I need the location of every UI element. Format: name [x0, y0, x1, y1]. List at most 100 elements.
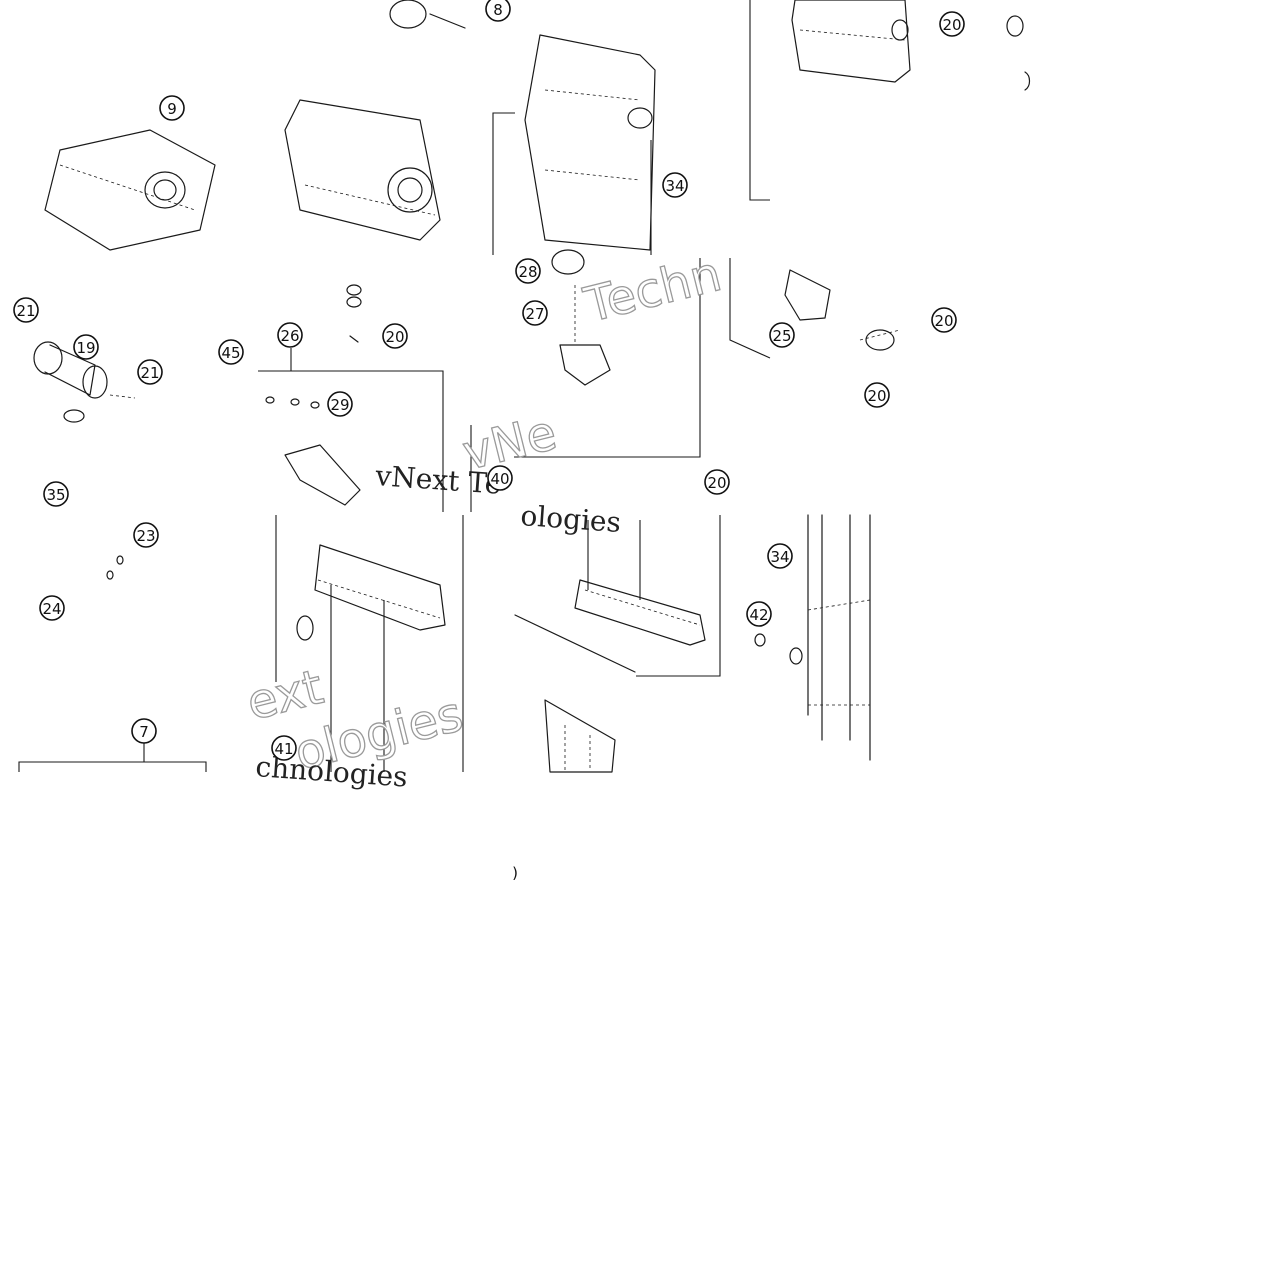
callout-27: 27 [522, 300, 548, 326]
callout-7: 7 [131, 718, 157, 744]
callout-number: 19 [76, 339, 95, 357]
callout-number: 23 [136, 527, 155, 545]
watermark-outline-a: Techn [578, 246, 726, 334]
callout-20: 20 [704, 469, 730, 495]
part-housing-9 [44, 129, 216, 251]
callout-20: 20 [931, 307, 957, 333]
callout-ring [662, 172, 688, 198]
callout-ring [137, 359, 163, 385]
callout-24: 24 [39, 595, 65, 621]
callout-45: 45 [218, 339, 244, 365]
part-hose-19 [33, 341, 136, 423]
callout-20: 20 [864, 382, 890, 408]
callout-number: 29 [330, 396, 349, 414]
callout-ring [133, 522, 159, 548]
callout-28: 28 [515, 258, 541, 284]
watermark-serif-b: ologies [520, 499, 623, 539]
callout-ring [931, 307, 957, 333]
callout-ring [327, 391, 353, 417]
callout-number: 21 [16, 302, 35, 320]
callout-ring [131, 718, 157, 744]
callout-41: 41 [271, 735, 297, 761]
callout-number: 40 [490, 470, 509, 488]
callout-number: 25 [772, 327, 791, 345]
callout-ring [864, 382, 890, 408]
callout-ring [522, 300, 548, 326]
frame-34-left [492, 112, 515, 255]
callout-number: 35 [46, 486, 65, 504]
part-drawings [33, 0, 1031, 773]
callout-ring [487, 465, 513, 491]
callout-labels: 8 9 20 34 28 27 21 19 21 45 26 20 29 25 20 20 35 23 24 40 20… [13, 0, 965, 761]
callout-20: 20 [382, 323, 408, 349]
frame-42 [636, 515, 721, 677]
part-module-34-top [524, 34, 656, 275]
callout-ring [159, 95, 185, 121]
callout-34: 34 [767, 543, 793, 569]
frame-26 [258, 370, 444, 512]
callout-number: 9 [167, 100, 177, 118]
callout-42: 42 [746, 601, 772, 627]
part-housing-41 [296, 544, 446, 641]
frame-25 [729, 258, 771, 359]
callout-34: 34 [662, 172, 688, 198]
part-fitting-center [346, 284, 362, 343]
part-pipes-34 [789, 514, 871, 761]
callout-9: 9 [159, 95, 185, 121]
callout-number: 20 [934, 312, 953, 330]
callout-ring [39, 595, 65, 621]
callout-26: 26 [277, 322, 303, 348]
callout-25: 25 [769, 322, 795, 348]
callout-number: 20 [942, 16, 961, 34]
callout-29: 29 [327, 391, 353, 417]
callout-number: 28 [518, 263, 537, 281]
part-bracket-lower [544, 699, 616, 773]
callout-ring [43, 481, 69, 507]
assembly-frames [18, 0, 771, 772]
callout-8: 8 [485, 0, 511, 22]
part-block-top-right [791, 0, 1031, 91]
part-bracket-29 [265, 396, 361, 506]
callout-number: 26 [280, 327, 299, 345]
callout-ring [704, 469, 730, 495]
callout-ring [485, 0, 511, 22]
callout-number: 42 [749, 606, 768, 624]
callout-ring [382, 323, 408, 349]
callout-ring [746, 601, 772, 627]
callout-number: 34 [665, 177, 684, 195]
callout-21: 21 [13, 297, 39, 323]
callout-number: 20 [707, 474, 726, 492]
part-bolts-23 [106, 555, 124, 580]
callout-20: 20 [939, 11, 965, 37]
callout-number: 41 [274, 740, 293, 758]
callout-ring [218, 339, 244, 365]
callout-number: 21 [140, 364, 159, 382]
callout-number: 24 [42, 600, 61, 618]
callout-40: 40 [487, 465, 513, 491]
callout-23: 23 [133, 522, 159, 548]
part-housing-center-left [284, 99, 441, 241]
callout-number: 20 [385, 328, 404, 346]
callout-ring [13, 297, 39, 323]
callout-21: 21 [137, 359, 163, 385]
watermarks: Techn vNe vNext Te ologies ext ologies c… [241, 245, 728, 793]
callout-number: 45 [221, 344, 240, 362]
callout-ring [515, 258, 541, 284]
frame-top-right [749, 0, 770, 201]
callout-ring [277, 322, 303, 348]
callout-ring [73, 334, 99, 360]
callout-number: 27 [525, 305, 544, 323]
callout-ring [939, 11, 965, 37]
part-housing-42 [514, 579, 766, 673]
stray-mark: ) [512, 864, 518, 882]
leader-8 [429, 13, 466, 29]
part-cap-8 [389, 0, 427, 29]
part-clamp-27 [559, 285, 611, 386]
callout-number: 7 [139, 723, 149, 741]
frame-27 [514, 258, 701, 458]
frame-7 [18, 761, 207, 772]
callout-number: 8 [493, 1, 503, 19]
callout-number: 34 [770, 548, 789, 566]
